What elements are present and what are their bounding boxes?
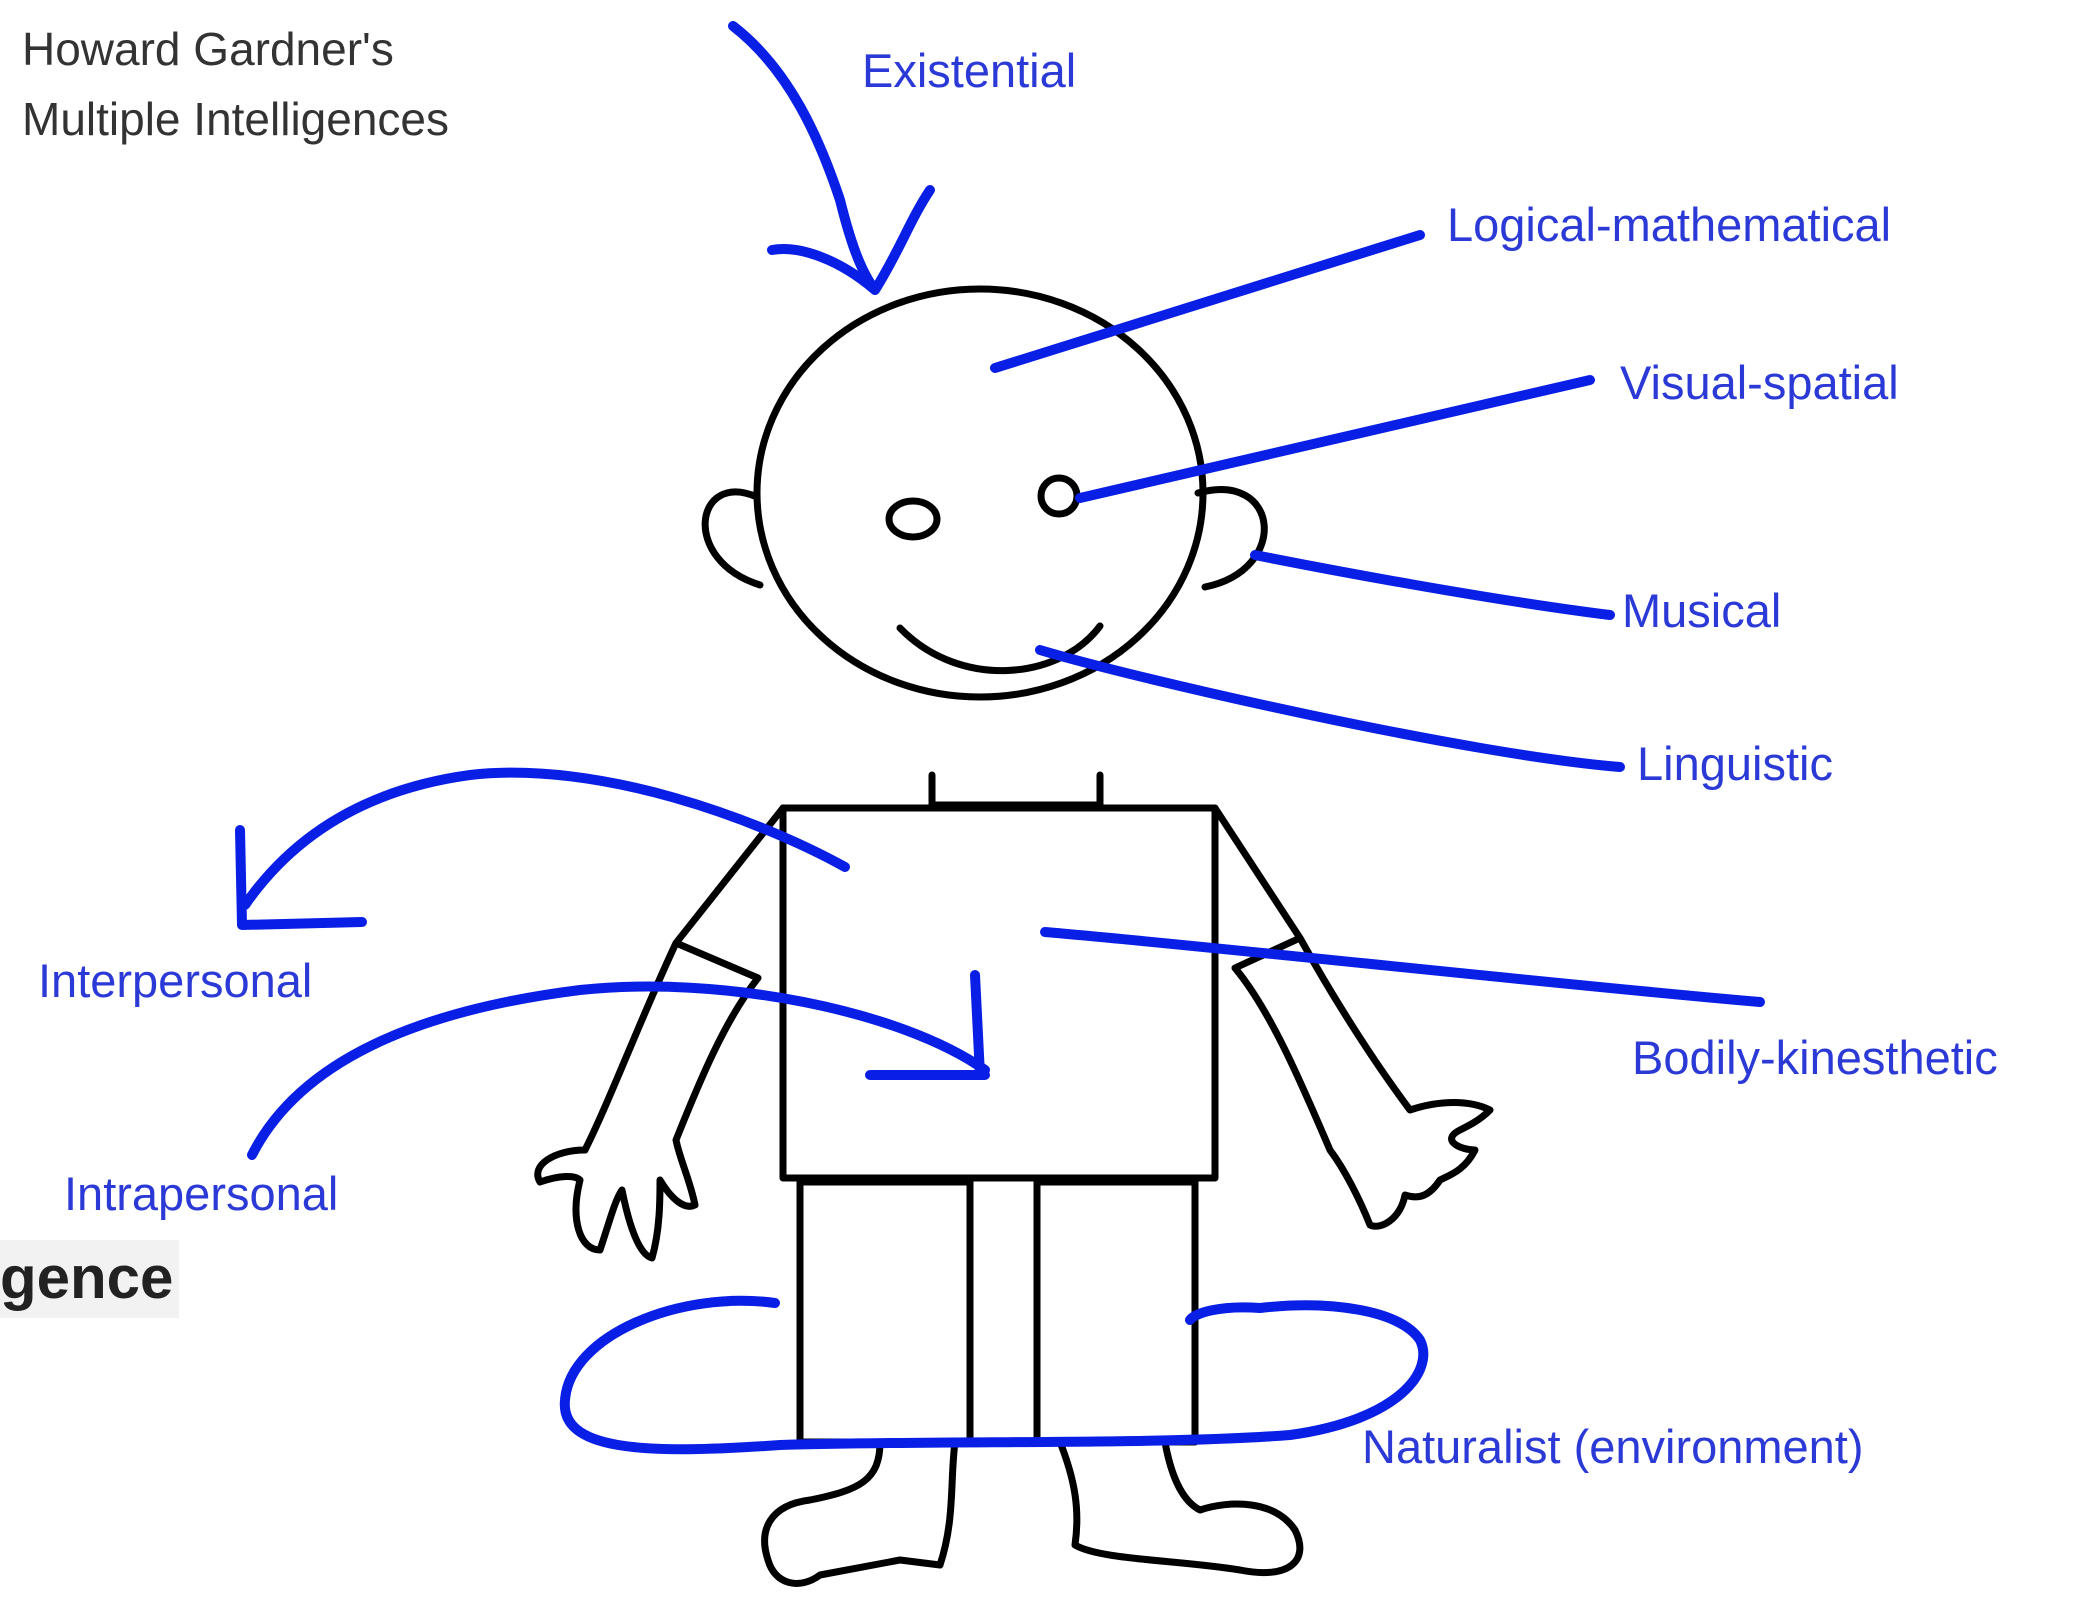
- figure-left-arm: [538, 808, 783, 1258]
- figure-left-leg: [800, 1182, 970, 1442]
- intrapersonal-arrow: [252, 975, 985, 1155]
- figure-left-eye: [889, 501, 937, 537]
- figure-smile: [900, 626, 1100, 671]
- visual-spatial-line: [1080, 380, 1590, 498]
- figure-right-ear: [1198, 490, 1264, 587]
- bodily-kinesthetic-line: [1045, 932, 1760, 1002]
- linguistic-line: [1040, 650, 1620, 767]
- label-intrapersonal: Intrapersonal: [64, 1170, 338, 1217]
- musical-line: [1255, 555, 1610, 615]
- label-interpersonal: Interpersonal: [38, 957, 312, 1004]
- label-musical: Musical: [1622, 587, 1781, 634]
- label-bodily-kinesthetic: Bodily-kinesthetic: [1632, 1034, 1998, 1081]
- figure-right-eye: [1041, 478, 1077, 514]
- cropped-heading-fragment: gence: [0, 1240, 179, 1318]
- figure-head: [757, 289, 1203, 697]
- diagram-title-line-1: Howard Gardner's: [22, 22, 394, 76]
- figure-right-leg: [1037, 1182, 1195, 1442]
- label-visual-spatial: Visual-spatial: [1620, 359, 1899, 406]
- stick-figure: [538, 289, 1490, 1583]
- figure-right-arm: [1215, 808, 1490, 1226]
- label-logical-mathematical: Logical-mathematical: [1447, 201, 1891, 248]
- label-existential: Existential: [862, 47, 1076, 94]
- naturalist-loop: [565, 1301, 1424, 1449]
- figure-left-foot: [765, 1442, 955, 1583]
- label-linguistic: Linguistic: [1637, 740, 1833, 787]
- figure-neck: [932, 775, 1100, 805]
- figure-left-ear: [705, 492, 760, 585]
- label-naturalist: Naturalist (environment): [1362, 1423, 1864, 1470]
- diagram-title-line-2: Multiple Intelligences: [22, 92, 449, 146]
- figure-right-foot: [1060, 1442, 1300, 1573]
